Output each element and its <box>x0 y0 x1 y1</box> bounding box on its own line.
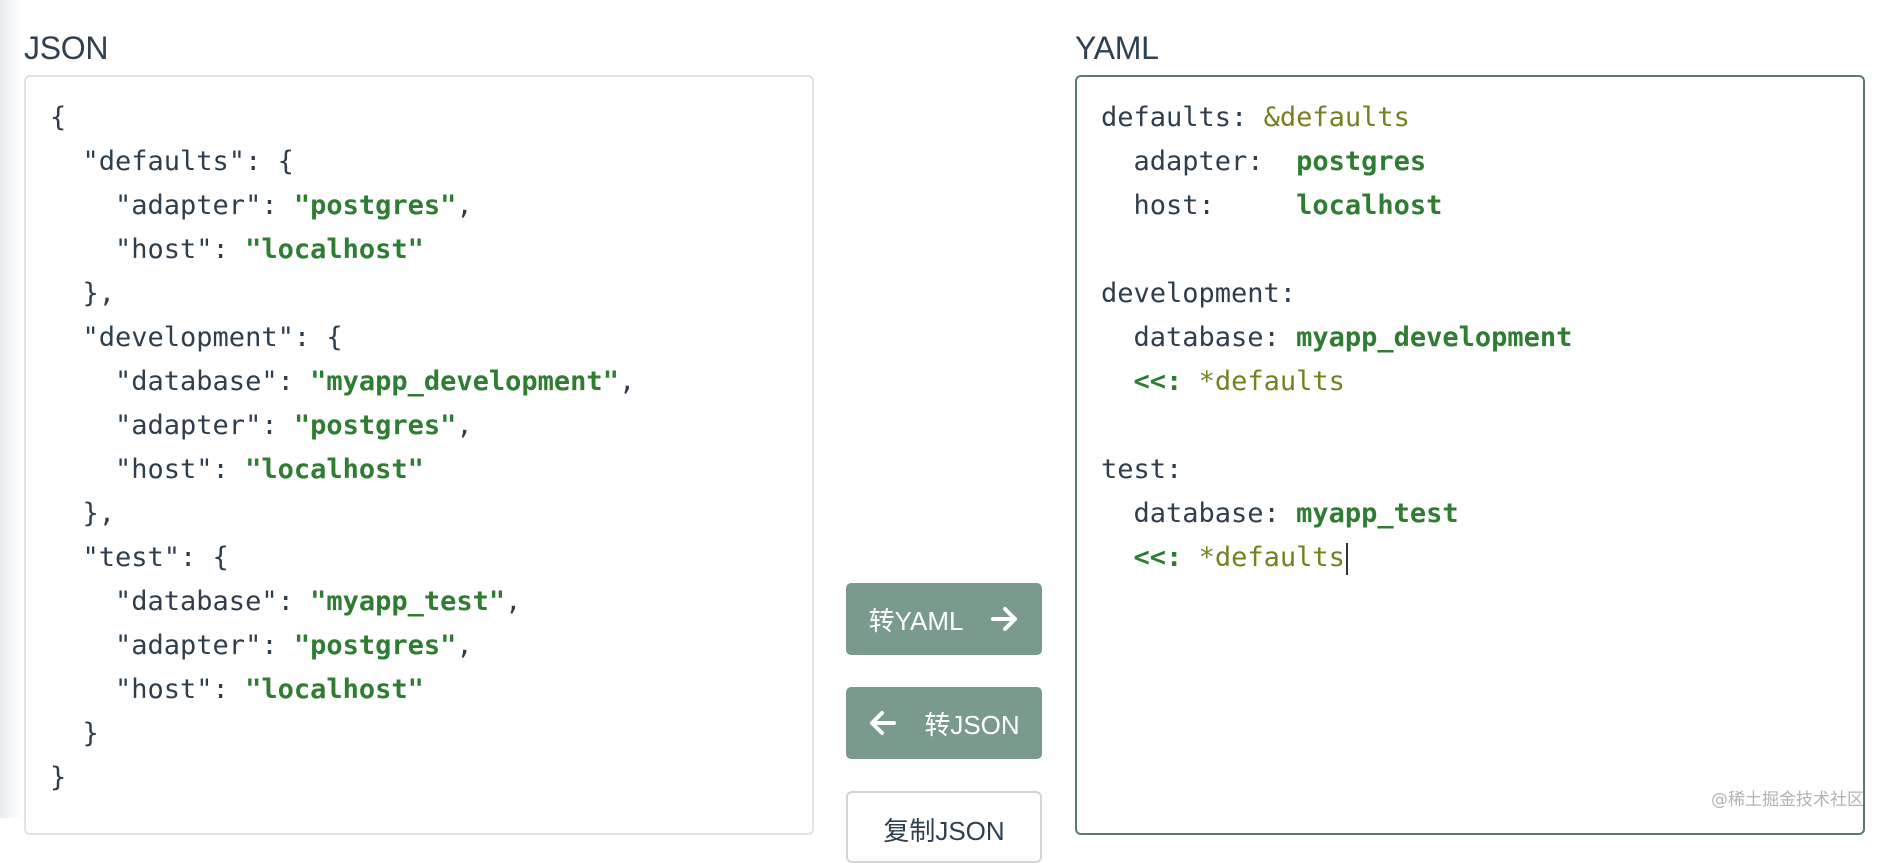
code-token: "localhost" <box>245 674 424 705</box>
text-cursor <box>1345 542 1348 575</box>
yaml-panel-label: YAML <box>1075 30 1159 66</box>
code-line: "adapter": "postgres", <box>50 184 812 228</box>
code-token: host: <box>1101 190 1297 221</box>
code-line <box>1101 404 1863 448</box>
code-line: } <box>50 712 812 756</box>
json-panel-label: JSON <box>24 30 109 66</box>
code-line: database: myapp_test <box>1101 492 1863 536</box>
code-token: test: <box>1101 454 1183 485</box>
code-token: "localhost" <box>245 234 424 265</box>
code-token: "postgres" <box>293 630 457 661</box>
convert-to-json-label: 转JSON <box>924 709 1020 740</box>
code-token <box>1101 542 1134 573</box>
code-token: { <box>50 102 67 133</box>
code-token: "host": <box>50 234 246 265</box>
code-token: &defaults <box>1263 102 1410 133</box>
code-line: } <box>50 756 812 800</box>
code-line: "host": "localhost" <box>50 228 812 272</box>
code-line: }, <box>50 272 812 316</box>
code-token: "host": <box>50 454 246 485</box>
json-editor[interactable]: { "defaults": { "adapter": "postgres", "… <box>24 75 814 835</box>
code-line: "database": "myapp_development", <box>50 360 812 404</box>
code-token: } <box>50 718 99 749</box>
code-line: "test": { <box>50 536 812 580</box>
code-line: "development": { <box>50 316 812 360</box>
code-token: <<: <box>1133 542 1183 573</box>
arrow-right-icon <box>991 606 1019 632</box>
code-token: "test": { <box>50 542 229 573</box>
code-token: <<: <box>1133 366 1183 397</box>
code-line: "host": "localhost" <box>50 448 812 492</box>
code-token: , <box>456 630 473 661</box>
yaml-editor[interactable]: defaults: &defaults adapter: postgres ho… <box>1075 75 1865 835</box>
code-token: , <box>456 410 473 441</box>
code-line: "host": "localhost" <box>50 668 812 712</box>
code-token: , <box>456 190 473 221</box>
code-token: localhost <box>1296 190 1443 221</box>
code-line: "adapter": "postgres", <box>50 404 812 448</box>
code-line: <<: *defaults <box>1101 360 1863 404</box>
code-line: "database": "myapp_test", <box>50 580 812 624</box>
convert-to-yaml-label: 转YAML <box>868 605 964 636</box>
code-line: test: <box>1101 448 1863 492</box>
code-token: } <box>50 762 67 793</box>
code-token: adapter: <box>1101 146 1297 177</box>
code-token: *defaults <box>1198 542 1345 573</box>
code-token: , <box>505 586 522 617</box>
copy-json-label: 复制JSON <box>883 816 1005 846</box>
window-left-edge <box>0 0 22 818</box>
code-token: "database": <box>50 366 311 397</box>
code-token <box>1182 542 1198 573</box>
code-token: "myapp_test" <box>310 586 506 617</box>
code-line: database: myapp_development <box>1101 316 1863 360</box>
code-token: }, <box>50 498 116 529</box>
code-token: "adapter": <box>50 630 294 661</box>
code-line: <<: *defaults <box>1101 536 1863 580</box>
code-token: database: <box>1101 322 1297 353</box>
code-token: , <box>618 366 636 397</box>
code-token: }, <box>50 278 116 309</box>
watermark: @稀土掘金技术社区 <box>1711 790 1864 810</box>
code-token: "host": <box>50 674 246 705</box>
code-line: adapter: postgres <box>1101 140 1863 184</box>
code-token: "localhost" <box>245 454 424 485</box>
code-token: myapp_development <box>1296 322 1573 353</box>
code-token: development: <box>1101 278 1297 309</box>
code-token: database: <box>1101 498 1297 529</box>
code-token: "database": <box>50 586 311 617</box>
code-token: "myapp_development" <box>310 366 619 397</box>
code-token <box>1182 366 1198 397</box>
code-token: "adapter": <box>50 190 294 221</box>
code-line <box>1101 228 1863 272</box>
code-token: postgres <box>1296 146 1427 177</box>
code-token: "postgres" <box>293 410 457 441</box>
code-line: }, <box>50 492 812 536</box>
convert-to-yaml-button[interactable]: 转YAML <box>846 583 1042 655</box>
code-token: "defaults": { <box>50 146 294 177</box>
code-token: "development": { <box>50 322 343 353</box>
copy-json-button[interactable]: 复制JSON <box>846 791 1042 863</box>
code-line: defaults: &defaults <box>1101 96 1863 140</box>
code-token: "postgres" <box>293 190 457 221</box>
code-token: "adapter": <box>50 410 294 441</box>
code-line: { <box>50 96 812 140</box>
code-token: myapp_test <box>1296 498 1459 529</box>
code-token <box>1101 366 1134 397</box>
arrow-left-icon <box>868 710 897 736</box>
code-line: "defaults": { <box>50 140 812 184</box>
code-line: "adapter": "postgres", <box>50 624 812 668</box>
convert-to-json-button[interactable]: 转JSON <box>846 687 1042 759</box>
code-line: development: <box>1101 272 1863 316</box>
code-token: defaults: <box>1101 102 1264 133</box>
code-token: *defaults <box>1198 366 1345 397</box>
code-line: host: localhost <box>1101 184 1863 228</box>
